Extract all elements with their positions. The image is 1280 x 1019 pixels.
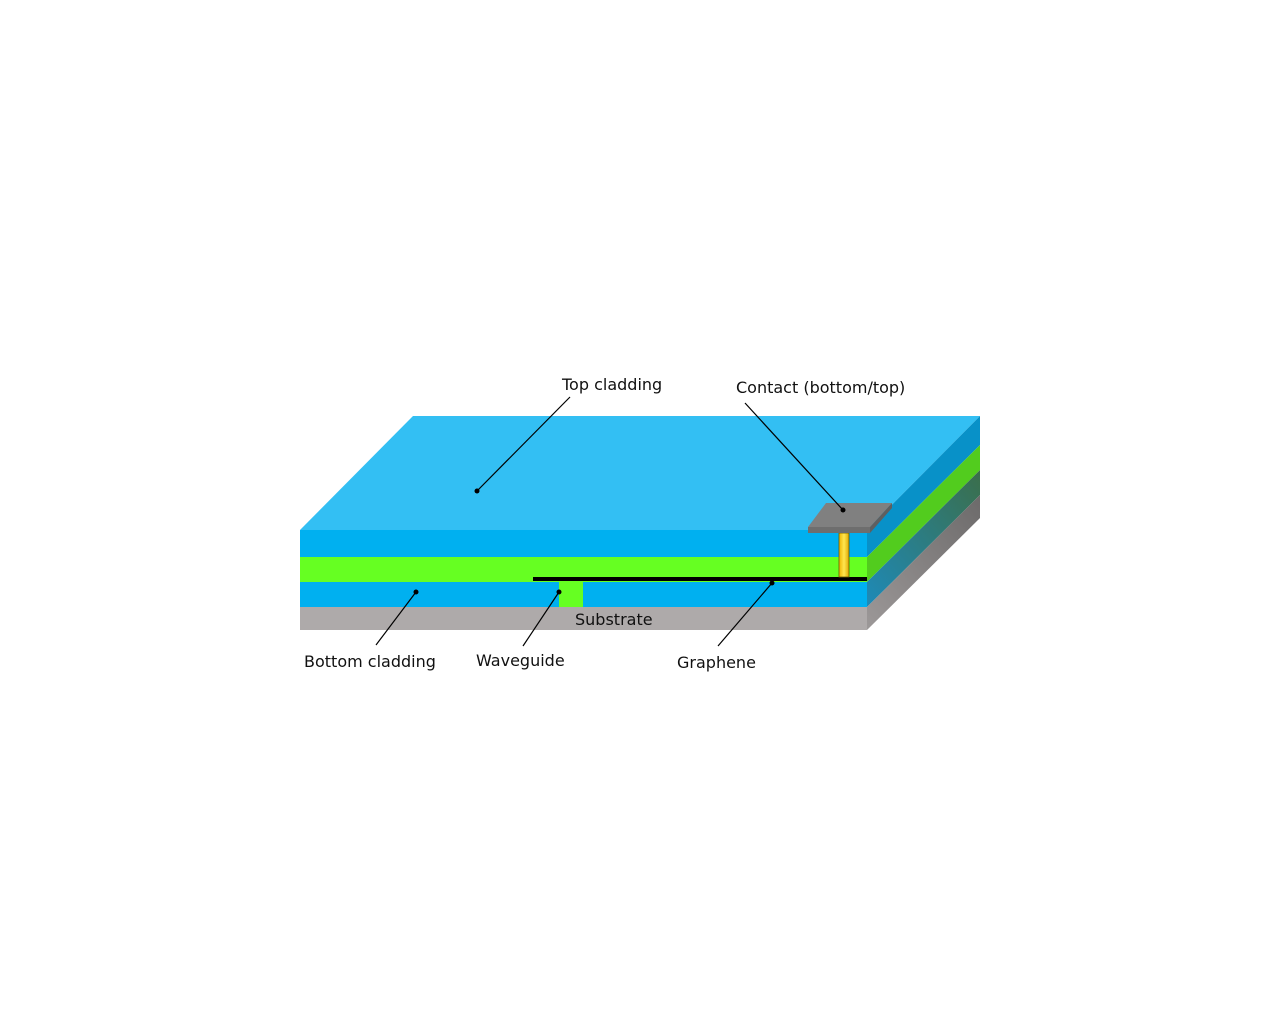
contact-via (838, 532, 850, 578)
contact-pad-top (808, 503, 892, 527)
top-cladding-top-face (300, 416, 980, 530)
label-contact: Contact (bottom/top) (736, 378, 905, 397)
bottom-cladding-side-face (867, 470, 980, 607)
top-cladding-front (300, 530, 867, 557)
leader-dots (413, 488, 846, 595)
label-bottom-cladding: Bottom cladding (304, 652, 436, 671)
core-side-face (867, 445, 980, 582)
contact-pad-front (808, 527, 870, 533)
label-graphene: Graphene (677, 653, 756, 672)
top-cladding-side-face (867, 416, 980, 557)
label-waveguide: Waveguide (476, 651, 565, 670)
bottom-cladding-front (300, 582, 867, 607)
label-top-cladding: Top cladding (561, 375, 662, 394)
substrate-side-face (867, 495, 980, 630)
substrate-front (300, 607, 867, 630)
leader-lines (375, 396, 844, 647)
waveguide (559, 581, 583, 607)
label-substrate: Substrate (575, 610, 653, 629)
graphene-layer (533, 577, 867, 581)
contact-pad-side (870, 503, 892, 533)
